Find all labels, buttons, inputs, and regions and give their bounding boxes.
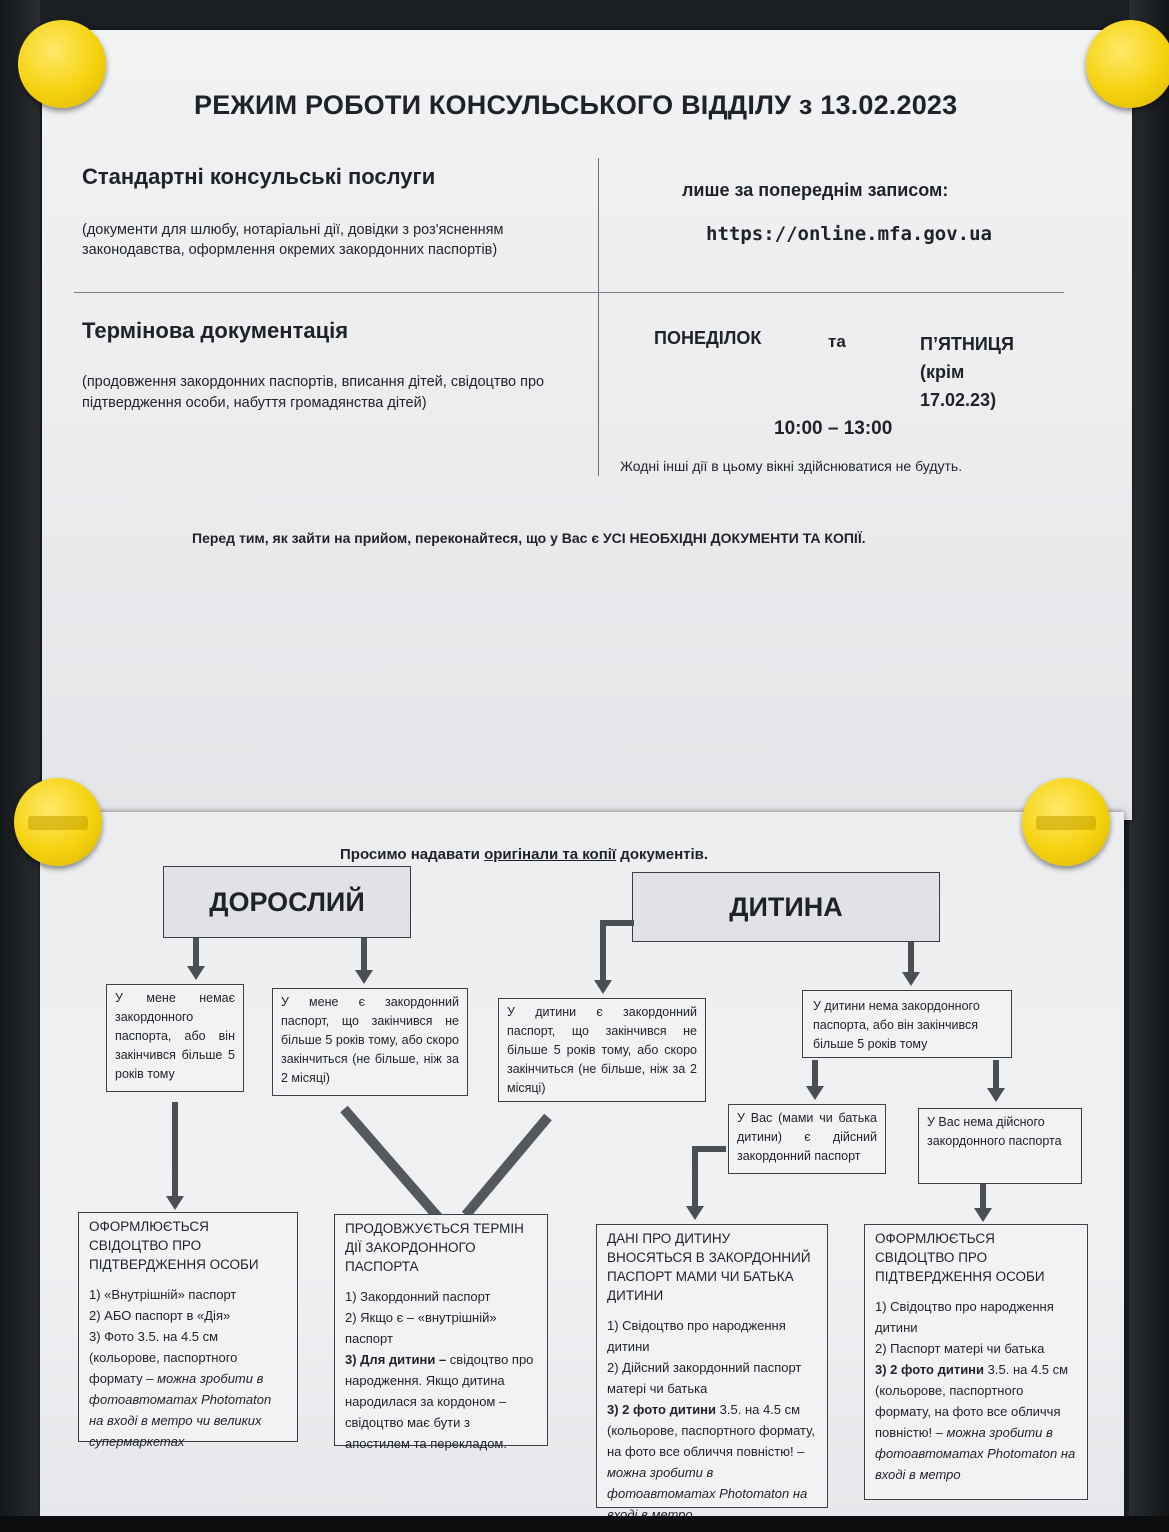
arrow-child-left-v [600, 920, 606, 982]
arrow-c4-right [993, 1060, 999, 1090]
result-item-bold: 3) 2 фото дитини [875, 1362, 985, 1377]
arrow-head [806, 1086, 824, 1100]
background-left [0, 0, 40, 1532]
row-divider [74, 292, 1064, 293]
result-item-bold: 3) Для дитини – [345, 1352, 447, 1367]
result-item: 1) Закордонний паспорт [345, 1289, 491, 1304]
result-title: ОФОРМЛЮЄТЬСЯ СВІДОЦТВО ПРО ПІДТВЕРДЖЕННЯ… [875, 1231, 1045, 1284]
result-item-italic: можна зробити в фотоавтоматах Photomaton… [89, 1371, 272, 1449]
result-item: 3) Фото 3.5. на 4.5 см (кольорове, паспо… [89, 1326, 287, 1452]
condition-child-no-passport: У дитини нема закордонного паспорта, або… [802, 990, 1012, 1058]
schedule-note: Жодні інші дії в цьому вікні здійснювати… [620, 458, 963, 474]
arrow-head [902, 972, 920, 986]
result-item: 3) Для дитини – свідоцтво про народження… [345, 1349, 537, 1454]
arrow-c4-left [812, 1060, 818, 1088]
request-prefix: Просимо надавати [340, 846, 485, 863]
result-item: 2) Якщо є – «внутрішній» паспорт [345, 1310, 497, 1346]
arrow-c4a-v [692, 1146, 698, 1208]
condition-parent-no-passport: У Вас нема дійсного закордонного паспорт… [918, 1108, 1082, 1184]
result-item-text: 3.5. на 4.5 см (кольорове, паспортного ф… [607, 1402, 815, 1459]
standard-services-desc: (документи для шлюбу, нотаріальні дії, д… [82, 222, 504, 258]
urgent-docs-title: Термінова документація [82, 318, 349, 343]
result-item: 3) 2 фото дитини 3.5. на 4.5 см (кольоро… [875, 1359, 1077, 1485]
arrow-head [187, 966, 205, 980]
result-item: 2) АБО паспорт в «Дія» [89, 1308, 231, 1323]
arrow-c1-to-r1 [172, 1102, 178, 1198]
arrow-child-left-h [600, 920, 634, 926]
magnet-icon [1086, 20, 1169, 108]
result-child-in-parent-passport: ДАНІ ПРО ДИТИНУ ВНОСЯТЬСЯ В ЗАКОРДОННИЙ … [596, 1224, 828, 1522]
result-title: ОФОРМЛЮЄТЬСЯ СВІДОЦТВО ПРО ПІДТВЕРДЖЕННЯ… [89, 1219, 259, 1272]
result-identity-certificate-adult: ОФОРМЛЮЄТЬСЯ СВІДОЦТВО ПРО ПІДТВЕРДЖЕННЯ… [78, 1212, 298, 1449]
result-item: 1) «Внутрішній» паспорт [89, 1287, 237, 1302]
condition-adult-passport-expired: У мене є закордонний паспорт, що закінчи… [272, 988, 468, 1096]
result-item-italic: можна зробити в фотоавтоматах Photomaton… [607, 1465, 808, 1522]
condition-parent-has-passport: У Вас (мами чи батька дитини) є дійсний … [728, 1104, 886, 1174]
documents-reminder: Перед тим, як зайти на прийом, переконай… [192, 530, 866, 546]
result-identity-certificate-child: ОФОРМЛЮЄТЬСЯ СВІДОЦТВО ПРО ПІДТВЕРДЖЕННЯ… [864, 1224, 1088, 1500]
child-header: ДИТИНА [632, 872, 940, 942]
schedule-hours: 10:00 – 13:00 [774, 418, 893, 439]
page-title: РЕЖИМ РОБОТИ КОНСУЛЬСЬКОГО ВІДДІЛУ з 13.… [194, 90, 958, 120]
urgent-docs-desc: (продовження закордонних паспортів, впис… [82, 374, 545, 411]
magnet-logo [28, 816, 88, 830]
request-underlined: оригінали та копії [484, 846, 617, 863]
arrow-adult-left [193, 938, 199, 968]
appointment-url[interactable]: https://online.mfa.gov.ua [706, 223, 992, 245]
result-item-text: свідоцтво про народження. Якщо дитина на… [345, 1352, 534, 1451]
result-item-text: 3) Фото 3.5. на 4.5 см (кольорове, паспо… [89, 1329, 238, 1386]
background-right [1129, 0, 1169, 1532]
result-item: 2) Дійсний закордонний паспорт матері чи… [607, 1360, 802, 1396]
arrow-head [987, 1088, 1005, 1102]
arrow-head [594, 980, 612, 994]
condition-adult-no-passport: У мене немає закордонного паспорта, або … [106, 984, 244, 1092]
result-title: ПРОДОВЖУЄТЬСЯ ТЕРМІН ДІЇ ЗАКОРДОННОГО ПА… [345, 1221, 524, 1274]
arrow-c2-to-r2 [340, 1105, 447, 1226]
magnet-icon [14, 778, 102, 866]
adult-header: ДОРОСЛИЙ [163, 866, 411, 938]
result-title: ДАНІ ПРО ДИТИНУ ВНОСЯТЬСЯ В ЗАКОРДОННИЙ … [607, 1231, 811, 1303]
result-item: 3) 2 фото дитини 3.5. на 4.5 см (кольоро… [607, 1399, 817, 1525]
arrow-adult-right [361, 938, 367, 972]
column-divider [598, 158, 599, 476]
magnet-logo [1036, 816, 1096, 830]
arrow-head [166, 1196, 184, 1210]
arrow-c4b [980, 1184, 986, 1210]
schedule-day-monday: ПОНЕДІЛОК [654, 328, 762, 348]
request-suffix: документів. [616, 846, 709, 863]
result-item-italic: можна зробити в фотоавтоматах Photomaton… [875, 1425, 1076, 1482]
request-note: Просимо надавати оригінали та копії доку… [340, 846, 708, 863]
result-item: 1) Свідоцтво про народження дитини [875, 1299, 1054, 1335]
result-item: 1) Свідоцтво про народження дитини [607, 1318, 786, 1354]
schedule-sheet: РЕЖИМ РОБОТИ КОНСУЛЬСЬКОГО ВІДДІЛУ з 13.… [42, 30, 1132, 820]
schedule-day-friday: П’ЯТНИЦЯ (крім 17.02.23) [920, 334, 1014, 410]
arrow-head [355, 970, 373, 984]
result-item-bold: 3) 2 фото дитини [607, 1402, 717, 1417]
result-item: 2) Паспорт матері чи батька [875, 1341, 1045, 1356]
bottom-edge [0, 1516, 1169, 1532]
arrow-c3-to-r2 [461, 1113, 552, 1219]
result-passport-renewal: ПРОДОВЖУЄТЬСЯ ТЕРМІН ДІЇ ЗАКОРДОННОГО ПА… [334, 1214, 548, 1451]
documents-flowchart-sheet: Просимо надавати оригінали та копії доку… [40, 812, 1124, 1522]
magnet-icon [18, 20, 106, 108]
result-item-text: 3.5. на 4.5 см (кольорове, паспортного ф… [875, 1362, 1069, 1440]
arrow-child-right [908, 942, 914, 974]
magnet-icon [1022, 778, 1110, 866]
standard-services-title: Стандартні консульські послуги [82, 164, 436, 189]
arrow-head [686, 1206, 704, 1220]
appointment-label: лише за попереднім записом: [682, 180, 949, 200]
condition-child-passport-expired: У дитини є закордонний паспорт, що закін… [498, 998, 706, 1102]
arrow-head [974, 1208, 992, 1222]
schedule-and: та [828, 332, 846, 351]
arrow-c4a-h [692, 1146, 726, 1152]
